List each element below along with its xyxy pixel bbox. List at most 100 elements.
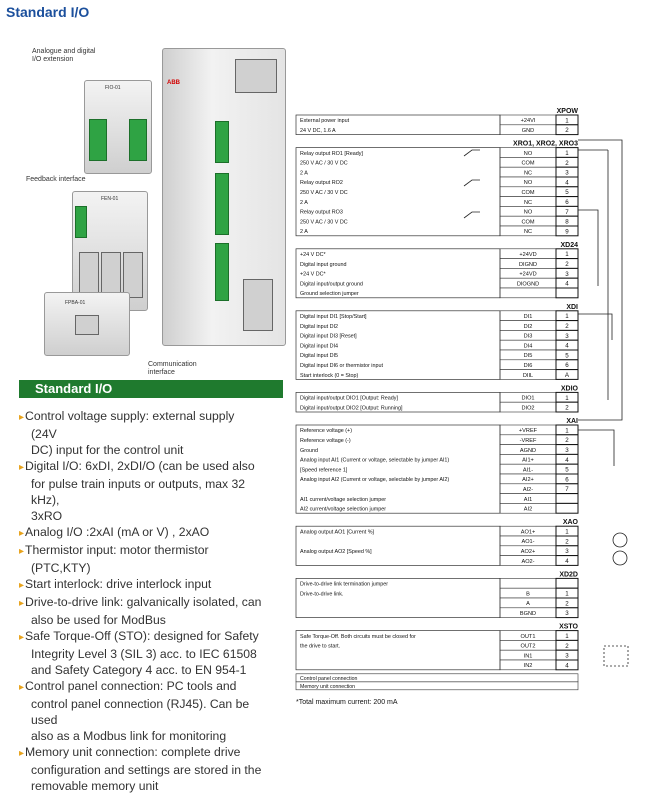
header-xai: XAI bbox=[566, 418, 578, 425]
feature-item-line: DC) input for the control unit bbox=[19, 442, 297, 458]
feature-item-line: (24V bbox=[19, 426, 297, 442]
signal-name: OUT2 bbox=[521, 644, 536, 650]
feature-item-line: also as a Modbus link for monitoring bbox=[19, 728, 297, 744]
terminal-number: 1 bbox=[565, 633, 569, 640]
signal-cell bbox=[499, 578, 557, 589]
terminal-number: 1 bbox=[565, 251, 569, 258]
terminal-description: Reference voltage (+) bbox=[300, 428, 352, 434]
terminal-description: Digital input/output DIO2 [Output: Runni… bbox=[300, 405, 403, 411]
terminal-description: AI1 current/voltage selection jumper bbox=[300, 497, 386, 503]
header-xd24: XD24 bbox=[560, 242, 578, 249]
terminal-number-cell bbox=[555, 555, 579, 566]
feature-item-line: and Safety Category 4 acc. to EN 954-1 bbox=[19, 662, 297, 678]
terminal-description: Reference voltage (-) bbox=[300, 438, 351, 444]
signal-name: NC bbox=[524, 200, 532, 206]
terminal-number: 2 bbox=[565, 323, 569, 330]
relay-contact-icon bbox=[463, 179, 480, 187]
section-heading: Standard I/O bbox=[19, 380, 283, 398]
terminal-number: 6 bbox=[565, 199, 569, 206]
bullet-arrow-icon: ▸ bbox=[19, 632, 25, 643]
signal-name: NO bbox=[524, 180, 533, 186]
terminal-number: 3 bbox=[565, 271, 569, 278]
terminal-description: +24 V DC* bbox=[300, 252, 327, 258]
terminal-description: the drive to start. bbox=[300, 644, 340, 650]
header-xao: XAO bbox=[563, 519, 579, 526]
signal-name: AO1+ bbox=[521, 529, 535, 535]
feature-text: DC) input for the control unit bbox=[31, 443, 184, 457]
footnote: *Total maximum current: 200 mA bbox=[296, 699, 398, 706]
signal-name: DIO1 bbox=[521, 396, 534, 402]
terminal-number: 4 bbox=[565, 343, 569, 350]
terminal-number: 6 bbox=[565, 476, 569, 483]
terminal-description: Digital input DI4 bbox=[300, 343, 338, 349]
terminal-number-cell bbox=[555, 287, 579, 299]
group-box bbox=[295, 392, 501, 413]
fpba-label: FPBA-01 bbox=[65, 300, 86, 306]
feature-text: for pulse train inputs or outputs, max 3… bbox=[31, 477, 246, 491]
terminal-description: 250 V AC / 30 V DC bbox=[300, 219, 348, 225]
connector bbox=[123, 252, 143, 298]
feature-text: kHz), bbox=[31, 493, 60, 507]
feature-text: Digital I/O: 6xDI, 2xDI/O (can be used a… bbox=[25, 459, 255, 473]
wire bbox=[578, 313, 613, 340]
terminal-description: Analog output AO2 [Speed %] bbox=[300, 549, 372, 555]
terminal-number: 1 bbox=[565, 117, 569, 124]
feature-text: also as a Modbus link for monitoring bbox=[31, 729, 227, 743]
feature-item-line: 3xRO bbox=[19, 508, 297, 524]
terminal-block bbox=[75, 206, 87, 238]
bullet-arrow-icon: ▸ bbox=[19, 682, 25, 693]
terminal-number: 3 bbox=[565, 548, 569, 555]
terminal-number: A bbox=[565, 372, 570, 379]
terminal-number: 2 bbox=[565, 160, 569, 167]
feature-text: Memory unit connection: complete drive bbox=[25, 745, 241, 759]
feature-item-line: control panel connection (RJ45). Can be bbox=[19, 696, 297, 712]
terminal-description: Relay output RO2 bbox=[300, 180, 343, 186]
connection-label: Control panel connection bbox=[300, 676, 358, 682]
terminal-number: 4 bbox=[565, 281, 569, 288]
terminal-description: Digital input/output ground bbox=[300, 281, 363, 287]
terminal-description: Digital input DI3 [Reset] bbox=[300, 334, 357, 340]
bullet-arrow-icon: ▸ bbox=[19, 546, 25, 557]
group-box bbox=[295, 147, 501, 237]
terminal-description: Drive-to-drive link termination jumper bbox=[300, 582, 388, 588]
signal-name: COM bbox=[521, 219, 534, 225]
terminal-number-cell bbox=[555, 225, 579, 237]
signal-name: IN1 bbox=[524, 653, 533, 659]
signal-name: B bbox=[526, 591, 530, 597]
wire bbox=[578, 429, 615, 466]
header-xpow: XPOW bbox=[557, 108, 579, 115]
signal-name: AO2+ bbox=[521, 549, 535, 555]
header-xdi: XDI bbox=[566, 304, 578, 311]
terminal-number: 4 bbox=[565, 179, 569, 186]
terminal-description: Ground bbox=[300, 448, 318, 454]
terminal-description: Safe Torque-Off. Both circuits must be c… bbox=[300, 634, 416, 640]
meter-icon bbox=[612, 550, 628, 566]
terminal-description: Analog output AO1 [Current %] bbox=[300, 529, 375, 535]
feature-text: (24V bbox=[31, 427, 57, 441]
page-title: Standard I/O bbox=[6, 4, 90, 20]
feature-text: Control voltage supply: external supply bbox=[25, 409, 235, 423]
signal-name: COM bbox=[521, 190, 534, 196]
feature-text: Thermistor input: motor thermistor bbox=[25, 543, 209, 557]
terminal-description: 2 A bbox=[300, 229, 308, 235]
signal-name: NC bbox=[524, 170, 532, 176]
signal-cell bbox=[499, 287, 557, 299]
terminal-description: Ground selection jumper bbox=[300, 291, 359, 297]
feature-item-line: kHz), bbox=[19, 492, 297, 508]
terminal-description: Digital input ground bbox=[300, 262, 346, 268]
fieldbus-module: FPBA-01 bbox=[44, 292, 130, 356]
terminal-description: Digital input DI2 bbox=[300, 324, 338, 330]
terminal-description: Relay output RO3 bbox=[300, 210, 343, 216]
bullet-arrow-icon: ▸ bbox=[19, 528, 25, 539]
abb-logo: ABB bbox=[167, 80, 180, 86]
feature-item-line: used bbox=[19, 712, 297, 728]
signal-name: AO1- bbox=[521, 539, 534, 545]
signal-name: DIO2 bbox=[521, 405, 534, 411]
signal-name: AI2 bbox=[524, 507, 532, 513]
terminal-number: 2 bbox=[565, 437, 569, 444]
wire bbox=[578, 209, 599, 286]
feature-item: ▸Safe Torque-Off (STO): designed for Saf… bbox=[19, 628, 297, 646]
signal-name: NC bbox=[524, 229, 532, 235]
signal-name: AGND bbox=[520, 448, 536, 454]
signal-name: OUT1 bbox=[521, 634, 536, 640]
